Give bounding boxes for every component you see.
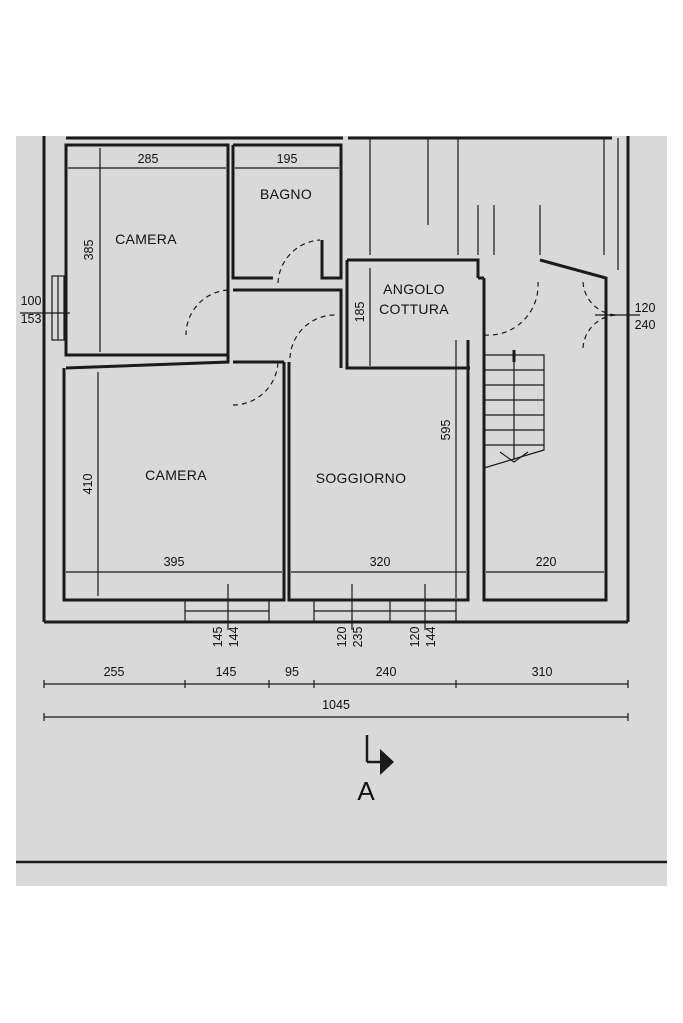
dim-win2-b: 235: [351, 627, 365, 648]
dim-left-window-b: 153: [21, 312, 42, 326]
label-cottura: COTTURA: [379, 301, 449, 317]
dimension-lines: [20, 148, 640, 630]
room-labels: CAMERA BAGNO ANGOLO COTTURA CAMERA SOGGI…: [115, 186, 449, 486]
room-angolo-cottura: [345, 258, 480, 370]
dim-win1-b: 144: [227, 627, 241, 648]
upper-wing: [369, 138, 619, 270]
overall-segment-3: 95: [285, 665, 299, 679]
dim-win3-a: 120: [408, 627, 422, 648]
overall-segment-2: 145: [216, 665, 237, 679]
dimension-labels: 285 195 385 185 595 410 395 320 220 100 …: [21, 152, 656, 647]
dim-camera-top-width: 285: [138, 152, 159, 166]
dim-stair-room-width: 220: [536, 555, 557, 569]
dim-win2-a: 120: [335, 627, 349, 648]
dim-camera-bottom-width: 395: [164, 555, 185, 569]
overall-segment-5: 310: [532, 665, 553, 679]
dim-camera-bottom-height: 410: [81, 474, 95, 495]
label-soggiorno: SOGGIORNO: [316, 470, 407, 486]
dim-camera-top-height: 385: [82, 240, 96, 261]
overall-total: 1045: [322, 698, 350, 712]
room-stairs: [478, 258, 608, 602]
dim-win1-a: 145: [211, 627, 225, 648]
section-marker: A: [357, 735, 394, 806]
overall-segment-4: 240: [376, 665, 397, 679]
label-camera-top: CAMERA: [115, 231, 177, 247]
label-camera-bottom: CAMERA: [145, 467, 207, 483]
label-angolo: ANGOLO: [383, 281, 445, 297]
room-camera-bottom: [62, 360, 286, 602]
overall-labels: 255 145 95 240 310 1045: [104, 665, 553, 712]
dim-win3-b: 144: [424, 627, 438, 648]
dim-angolo-height: 185: [353, 302, 367, 323]
overall-dimension-chain: [43, 680, 629, 721]
overall-segment-1: 255: [104, 665, 125, 679]
staircase: [483, 350, 545, 469]
windows: [51, 275, 457, 623]
dim-bagno-width: 195: [277, 152, 298, 166]
corridor-walls: [65, 288, 343, 370]
section-marker-label: A: [357, 776, 375, 806]
dim-left-window-a: 100: [21, 294, 42, 308]
label-bagno: BAGNO: [260, 186, 312, 202]
dim-right-window-a: 120: [635, 301, 656, 315]
dim-soggiorno-height: 595: [439, 420, 453, 441]
room-bagno: [231, 143, 343, 280]
dim-soggiorno-width: 320: [370, 555, 391, 569]
dim-right-window-b: 240: [635, 318, 656, 332]
